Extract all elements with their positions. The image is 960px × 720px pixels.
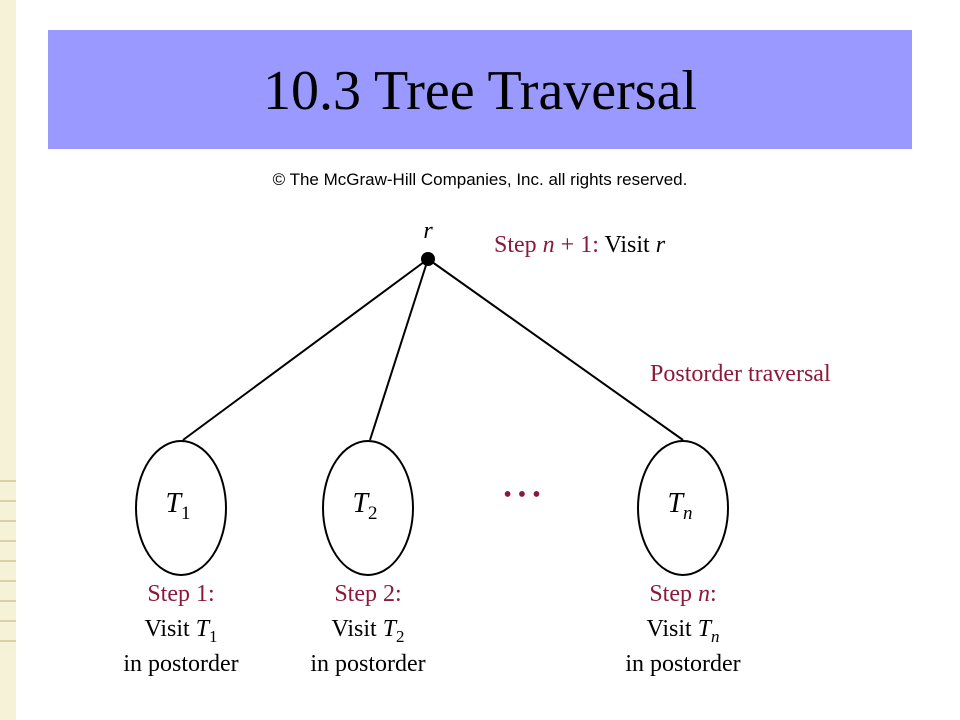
strip-tick xyxy=(0,520,16,522)
t2-order: in postorder xyxy=(310,651,425,677)
subtree-tn-label: Tn xyxy=(667,488,692,524)
tn-visit: Visit Tn xyxy=(646,616,719,646)
root-step-var: n xyxy=(543,232,555,258)
t1-visit: Visit T1 xyxy=(144,616,217,646)
subtree-tn xyxy=(637,440,729,576)
t1-order: in postorder xyxy=(123,651,238,677)
strip-tick xyxy=(0,640,16,642)
strip-tick xyxy=(0,620,16,622)
edge-root-tn xyxy=(427,258,684,441)
copyright-notice: © The McGraw-Hill Companies, Inc. all ri… xyxy=(272,170,688,189)
t1-visit-sub: 1 xyxy=(209,627,218,646)
tn-step: Step n: xyxy=(649,581,716,607)
tn-step-var: n xyxy=(698,581,710,607)
tn-visit-var: T xyxy=(698,616,713,642)
subtree-t2 xyxy=(322,440,414,576)
subtree-t2-label: T2 xyxy=(352,488,377,524)
t2-step: Step 2: xyxy=(334,581,401,607)
t2-visit: Visit T2 xyxy=(331,616,404,646)
strip-tick xyxy=(0,600,16,602)
strip-tick xyxy=(0,580,16,582)
root-step-action: Visit xyxy=(604,232,655,258)
subtree-t2-var: T xyxy=(352,488,370,519)
strip-tick xyxy=(0,540,16,542)
strip-tick xyxy=(0,560,16,562)
tn-order: in postorder xyxy=(625,651,740,677)
subtree-t1-var: T xyxy=(165,488,183,519)
title-bar: 10.3 Tree Traversal xyxy=(48,30,912,149)
edge-root-t2 xyxy=(369,258,429,441)
ellipsis: • • • xyxy=(503,482,540,508)
tn-visit-word: Visit xyxy=(646,616,697,642)
strip-tick xyxy=(0,480,16,482)
root-step-action-var: r xyxy=(656,232,666,258)
t1-visit-var: T xyxy=(196,616,211,642)
tn-visit-sub: n xyxy=(711,627,720,646)
subtree-t1 xyxy=(135,440,227,576)
t2-visit-word: Visit xyxy=(331,616,382,642)
subtree-t1-sub: 1 xyxy=(181,503,191,524)
root-node xyxy=(421,252,435,266)
left-decorative-strip xyxy=(0,0,16,720)
root-step-label: Step n + 1: Visit r xyxy=(494,232,666,258)
t1-visit-word: Visit xyxy=(144,616,195,642)
t2-visit-var: T xyxy=(383,616,398,642)
root-label: r xyxy=(423,218,433,244)
subtree-t2-sub: 2 xyxy=(368,503,378,524)
t2-visit-sub: 2 xyxy=(396,627,405,646)
root-step-suffix: + 1: xyxy=(555,232,605,258)
edge-root-t1 xyxy=(182,258,429,441)
traversal-label: Postorder traversal xyxy=(650,361,831,387)
root-step-prefix: Step xyxy=(494,232,543,258)
subtree-tn-sub: n xyxy=(683,503,693,524)
t1-step: Step 1: xyxy=(147,581,214,607)
subtree-tn-var: T xyxy=(667,488,685,519)
tn-step-prefix: Step xyxy=(649,581,698,607)
tn-step-suffix: : xyxy=(710,581,717,607)
slide-title: 10.3 Tree Traversal xyxy=(262,60,698,122)
strip-tick xyxy=(0,500,16,502)
subtree-t1-label: T1 xyxy=(165,488,190,524)
